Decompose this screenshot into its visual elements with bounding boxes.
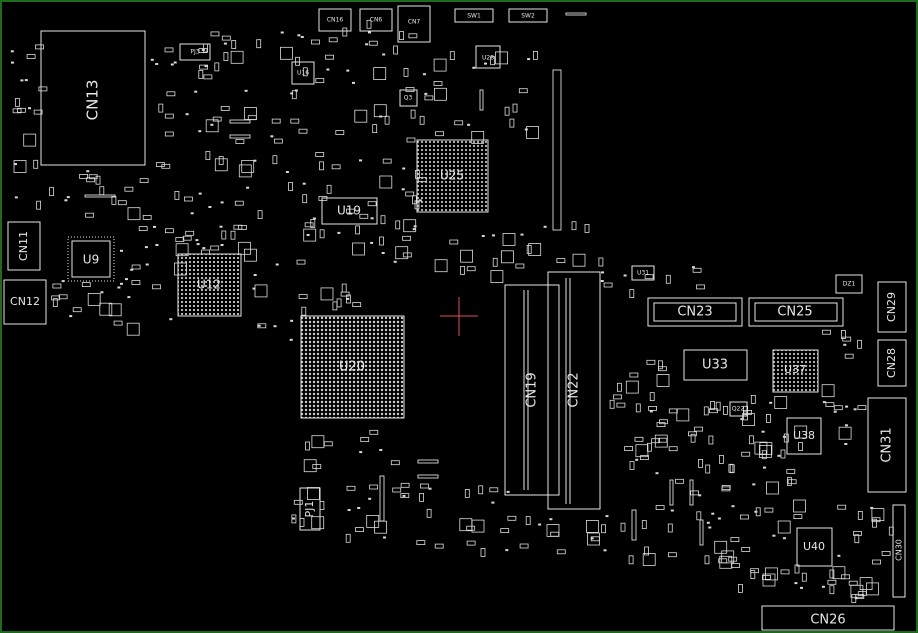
u40-chip[interactable]: U40 [796, 527, 833, 567]
pj3-pad[interactable]: PJ3 [179, 43, 211, 61]
u9-label: U9 [83, 253, 99, 267]
dz1-label: DZ1 [843, 281, 856, 288]
u38-chip[interactable]: U38 [786, 417, 822, 455]
cn31-label: CN31 [880, 427, 895, 462]
cn19-connector[interactable]: CN19 [504, 284, 560, 496]
u25-chip[interactable]: U25 [416, 139, 489, 213]
pj1-label: PJ1 [303, 501, 316, 518]
u37-chip[interactable]: U37 [772, 349, 819, 393]
u33-chip[interactable]: U33 [683, 349, 748, 381]
u31-chip[interactable]: U31 [631, 265, 655, 281]
cn25-connector[interactable]: CN25 [748, 297, 844, 327]
cn16-connector[interactable]: CN16 [318, 8, 352, 32]
sw1-switch[interactable]: SW1 [454, 8, 494, 23]
cn30-connector[interactable]: CN30 [892, 504, 906, 598]
u28-label: U28 [482, 55, 494, 62]
cn22-label: CN22 [567, 372, 582, 407]
cn29-label: CN29 [885, 292, 898, 322]
cn11-connector[interactable]: CN11 [7, 221, 41, 271]
cn28-label: CN28 [885, 348, 898, 378]
cn12-label: CN12 [10, 295, 40, 308]
dz1-diode[interactable]: DZ1 [835, 274, 863, 294]
u20-label: U20 [339, 360, 365, 375]
sw2-switch[interactable]: SW2 [508, 8, 548, 23]
cn7-connector[interactable]: CN7 [397, 5, 431, 43]
crosshair-icon [440, 297, 478, 336]
u37-label: U37 [784, 363, 806, 376]
u9-chip[interactable]: U9 [67, 236, 115, 282]
cn13-connector[interactable]: CN13 [40, 30, 146, 166]
cn6-connector[interactable]: CN6 [359, 8, 393, 32]
q3-transistor[interactable]: Q3 [399, 89, 418, 107]
q3-label: Q3 [404, 95, 413, 102]
cn11-label: CN11 [17, 231, 30, 261]
u40-label: U40 [803, 540, 825, 553]
u28-chip[interactable]: U28 [475, 45, 501, 69]
q22-transistor[interactable]: Q22 [729, 401, 748, 417]
cn12-connector[interactable]: CN12 [3, 279, 47, 325]
cn7-label: CN7 [408, 19, 421, 26]
cn19-label: CN19 [525, 372, 540, 407]
u25-label: U25 [440, 169, 464, 183]
u38-label: U38 [793, 429, 815, 442]
small-component-outlines [12, 12, 894, 603]
pj1-pad[interactable]: PJ1 [299, 487, 321, 531]
u33-label: U33 [702, 358, 728, 373]
cn13-label: CN13 [84, 80, 102, 121]
cn26-connector[interactable]: CN26 [761, 605, 895, 631]
u12-chip[interactable]: U12 [177, 253, 242, 317]
pj3-label: PJ3 [190, 49, 199, 56]
cn16-label: CN16 [327, 17, 343, 24]
u12-label: U12 [197, 278, 221, 292]
cn22-connector[interactable]: CN22 [547, 271, 601, 510]
sw2-label: SW2 [521, 13, 535, 20]
cn31-connector[interactable]: CN31 [867, 397, 907, 493]
cn23-connector[interactable]: CN23 [647, 297, 743, 327]
cn6-label: CN6 [370, 17, 383, 24]
u31-label: U31 [637, 270, 649, 277]
u20-chip[interactable]: U20 [300, 315, 405, 419]
sw1-label: SW1 [467, 13, 481, 20]
cn25-label: CN25 [777, 305, 812, 320]
q22-label: Q22 [732, 406, 745, 413]
cn30-label: CN30 [895, 539, 904, 561]
u19-label: U19 [337, 204, 361, 218]
u19-chip[interactable]: U19 [321, 197, 378, 225]
cn26-label: CN26 [810, 613, 845, 628]
cn28-connector[interactable]: CN28 [877, 339, 907, 387]
cn29-connector[interactable]: CN29 [877, 281, 907, 333]
solder-pad-dots [10, 31, 874, 600]
cn23-label: CN23 [677, 305, 712, 320]
